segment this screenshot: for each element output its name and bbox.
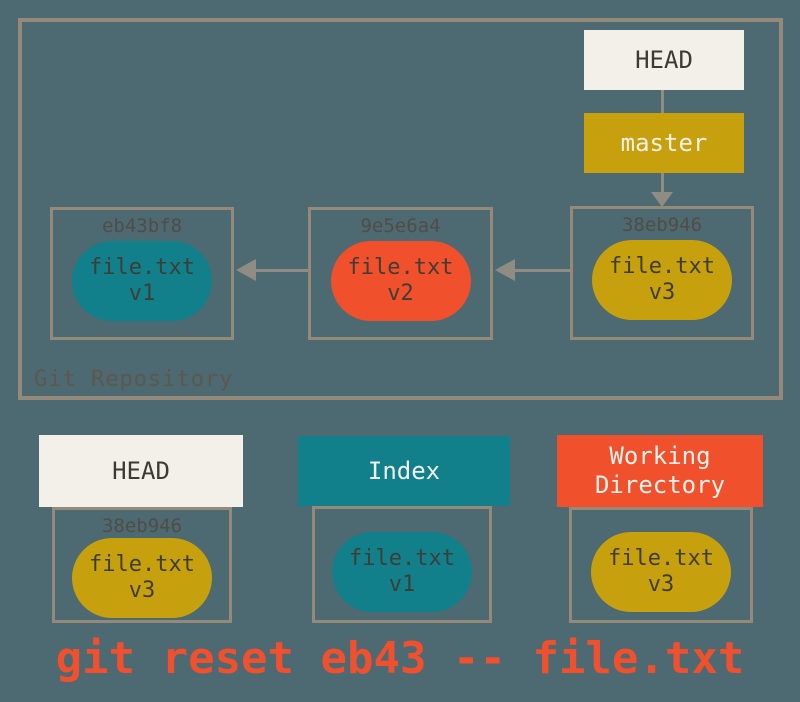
blob-filename: file.txt [347,255,454,280]
head-area-hash: 38eb946 [101,515,183,537]
blob-version: v2 [387,281,414,306]
blob-filename: file.txt [89,552,195,577]
commit-hash: 9e5e6a4 [360,215,441,237]
git-command-text: git reset eb43 -- file.txt [55,633,745,684]
head-area-file-blob: file.txt v3 [72,538,212,618]
blob-version: v3 [647,572,675,597]
head-area-header: HEAD [39,435,243,507]
commit-box-eb43bf8: eb43bf8 file.txt v1 [50,207,234,340]
blob-version: v1 [128,281,156,306]
master-to-commit-arrow-line [661,173,664,193]
working-directory-area-title: Working Directory [594,442,726,499]
working-directory-area-header: Working Directory [557,435,763,507]
head-to-master-connector [661,90,664,113]
commit2-to-commit1-arrow-line [254,269,308,272]
blob-version: v3 [128,578,156,603]
file-blob-v1: file.txt v1 [72,241,212,321]
master-branch-box: master [584,113,744,173]
index-area-file-blob: file.txt v1 [332,532,472,612]
index-area-title: Index [367,456,441,485]
blob-version: v3 [648,280,676,305]
file-blob-v3: file.txt v3 [592,240,732,320]
index-area-header: Index [298,436,510,506]
git-repository-box: Git Repository [18,18,783,400]
commit-hash: 38eb946 [621,214,703,236]
working-directory-area-box: file.txt v3 [569,507,753,623]
blob-filename: file.txt [608,546,714,571]
commit-hash: eb43bf8 [101,215,183,237]
blob-filename: file.txt [609,254,715,279]
head-ref-box: HEAD [584,30,744,90]
blob-filename: file.txt [349,546,455,571]
blob-filename: file.txt [89,255,195,280]
working-directory-file-blob: file.txt v3 [591,532,731,612]
head-area-title: HEAD [112,456,170,485]
commit3-to-commit2-arrow-line [513,269,570,272]
blob-version: v1 [388,572,416,597]
commit-box-9e5e6a4: 9e5e6a4 file.txt v2 [308,207,493,340]
arrow-left-icon [495,259,515,281]
file-blob-v2: file.txt v2 [330,241,471,321]
arrow-down-icon [651,192,673,207]
head-area-box: 38eb946 file.txt v3 [52,507,232,623]
commit-box-38eb946: 38eb946 file.txt v3 [570,206,754,340]
arrow-left-icon [236,259,256,281]
index-area-box: file.txt v1 [312,506,492,623]
head-ref-label: HEAD [635,46,693,74]
git-repository-label: Git Repository [34,367,234,392]
master-branch-label: master [620,129,708,157]
